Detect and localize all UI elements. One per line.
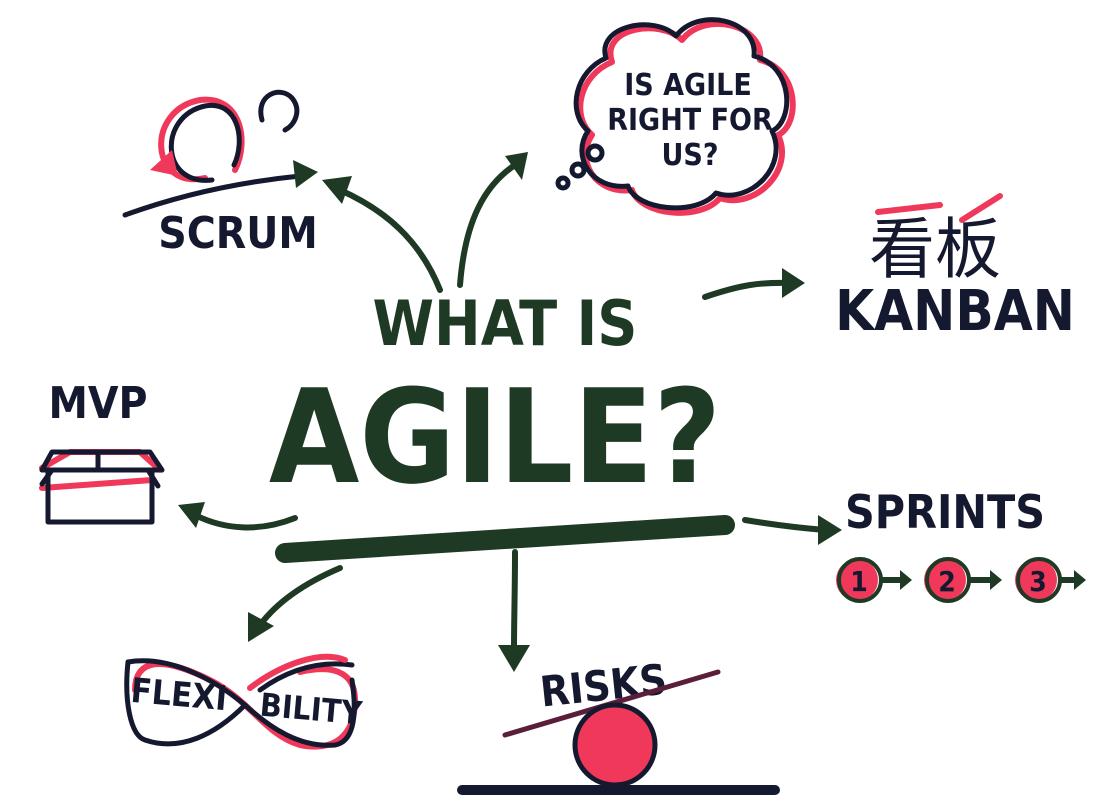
arrow-sprints <box>742 517 828 533</box>
sprint-step-3: 3 <box>1015 557 1062 603</box>
arrow-mvp-head <box>178 502 205 528</box>
scrum-cycle-icon <box>122 89 318 218</box>
thought-line2: RIGHT FOR <box>607 103 773 138</box>
scrum-label: SCRUM <box>158 208 318 259</box>
infinity-icon <box>124 653 358 750</box>
kanban-node: 看板 KANBAN <box>835 193 1075 344</box>
balance-ball-icon <box>457 669 780 795</box>
center-title-line1: WHAT IS <box>373 287 638 360</box>
sprints-node: SPRINTS 1 2 3 <box>836 485 1086 603</box>
sprint-step-2-label: 2 <box>938 565 956 598</box>
arrow-kanban-head <box>782 268 805 298</box>
arrow-mvp <box>192 512 298 531</box>
center-underline <box>275 515 735 563</box>
sprints-label: SPRINTS <box>845 485 1045 539</box>
thought-bubble-icon <box>555 17 796 216</box>
bility-label: BILITY <box>258 686 364 733</box>
arrow-thought-head <box>505 152 528 180</box>
arrow-thought <box>457 162 518 288</box>
center-title-line2: AGILE? <box>269 361 721 513</box>
arrow-flexibility <box>257 565 343 628</box>
arrow-scrum <box>337 187 443 293</box>
arrow-kanban <box>702 279 793 300</box>
sprint-step-1: 1 <box>836 557 883 603</box>
scrum-node: SCRUM <box>122 89 318 259</box>
arrow-risks <box>511 549 518 653</box>
arrow-risks-head <box>498 645 530 672</box>
thought-node: IS AGILE RIGHT FOR US? <box>555 17 796 216</box>
thought-line1: IS AGILE <box>624 68 752 103</box>
kanban-kanji: 看板 <box>869 211 1001 288</box>
kanban-label: KANBAN <box>835 279 1075 344</box>
sprint-step-2: 2 <box>924 557 971 603</box>
arrow-flexibility-head <box>248 612 274 642</box>
flexibility-node: FLEXI BILITY <box>124 653 365 750</box>
arrow-scrum-head <box>322 176 352 204</box>
sprint-step-3-label: 3 <box>1029 565 1047 598</box>
mvp-node: MVP <box>39 378 165 525</box>
thought-line3: US? <box>661 138 718 173</box>
sprint-step-1-label: 1 <box>850 565 868 598</box>
arrows <box>178 152 842 672</box>
risks-node: RISKS <box>457 655 780 795</box>
flexi-label: FLEXI <box>129 671 228 719</box>
box-icon <box>39 449 165 525</box>
mvp-label: MVP <box>48 378 147 429</box>
arrow-sprints-head <box>818 515 842 545</box>
center-title: WHAT IS AGILE? <box>269 287 735 563</box>
